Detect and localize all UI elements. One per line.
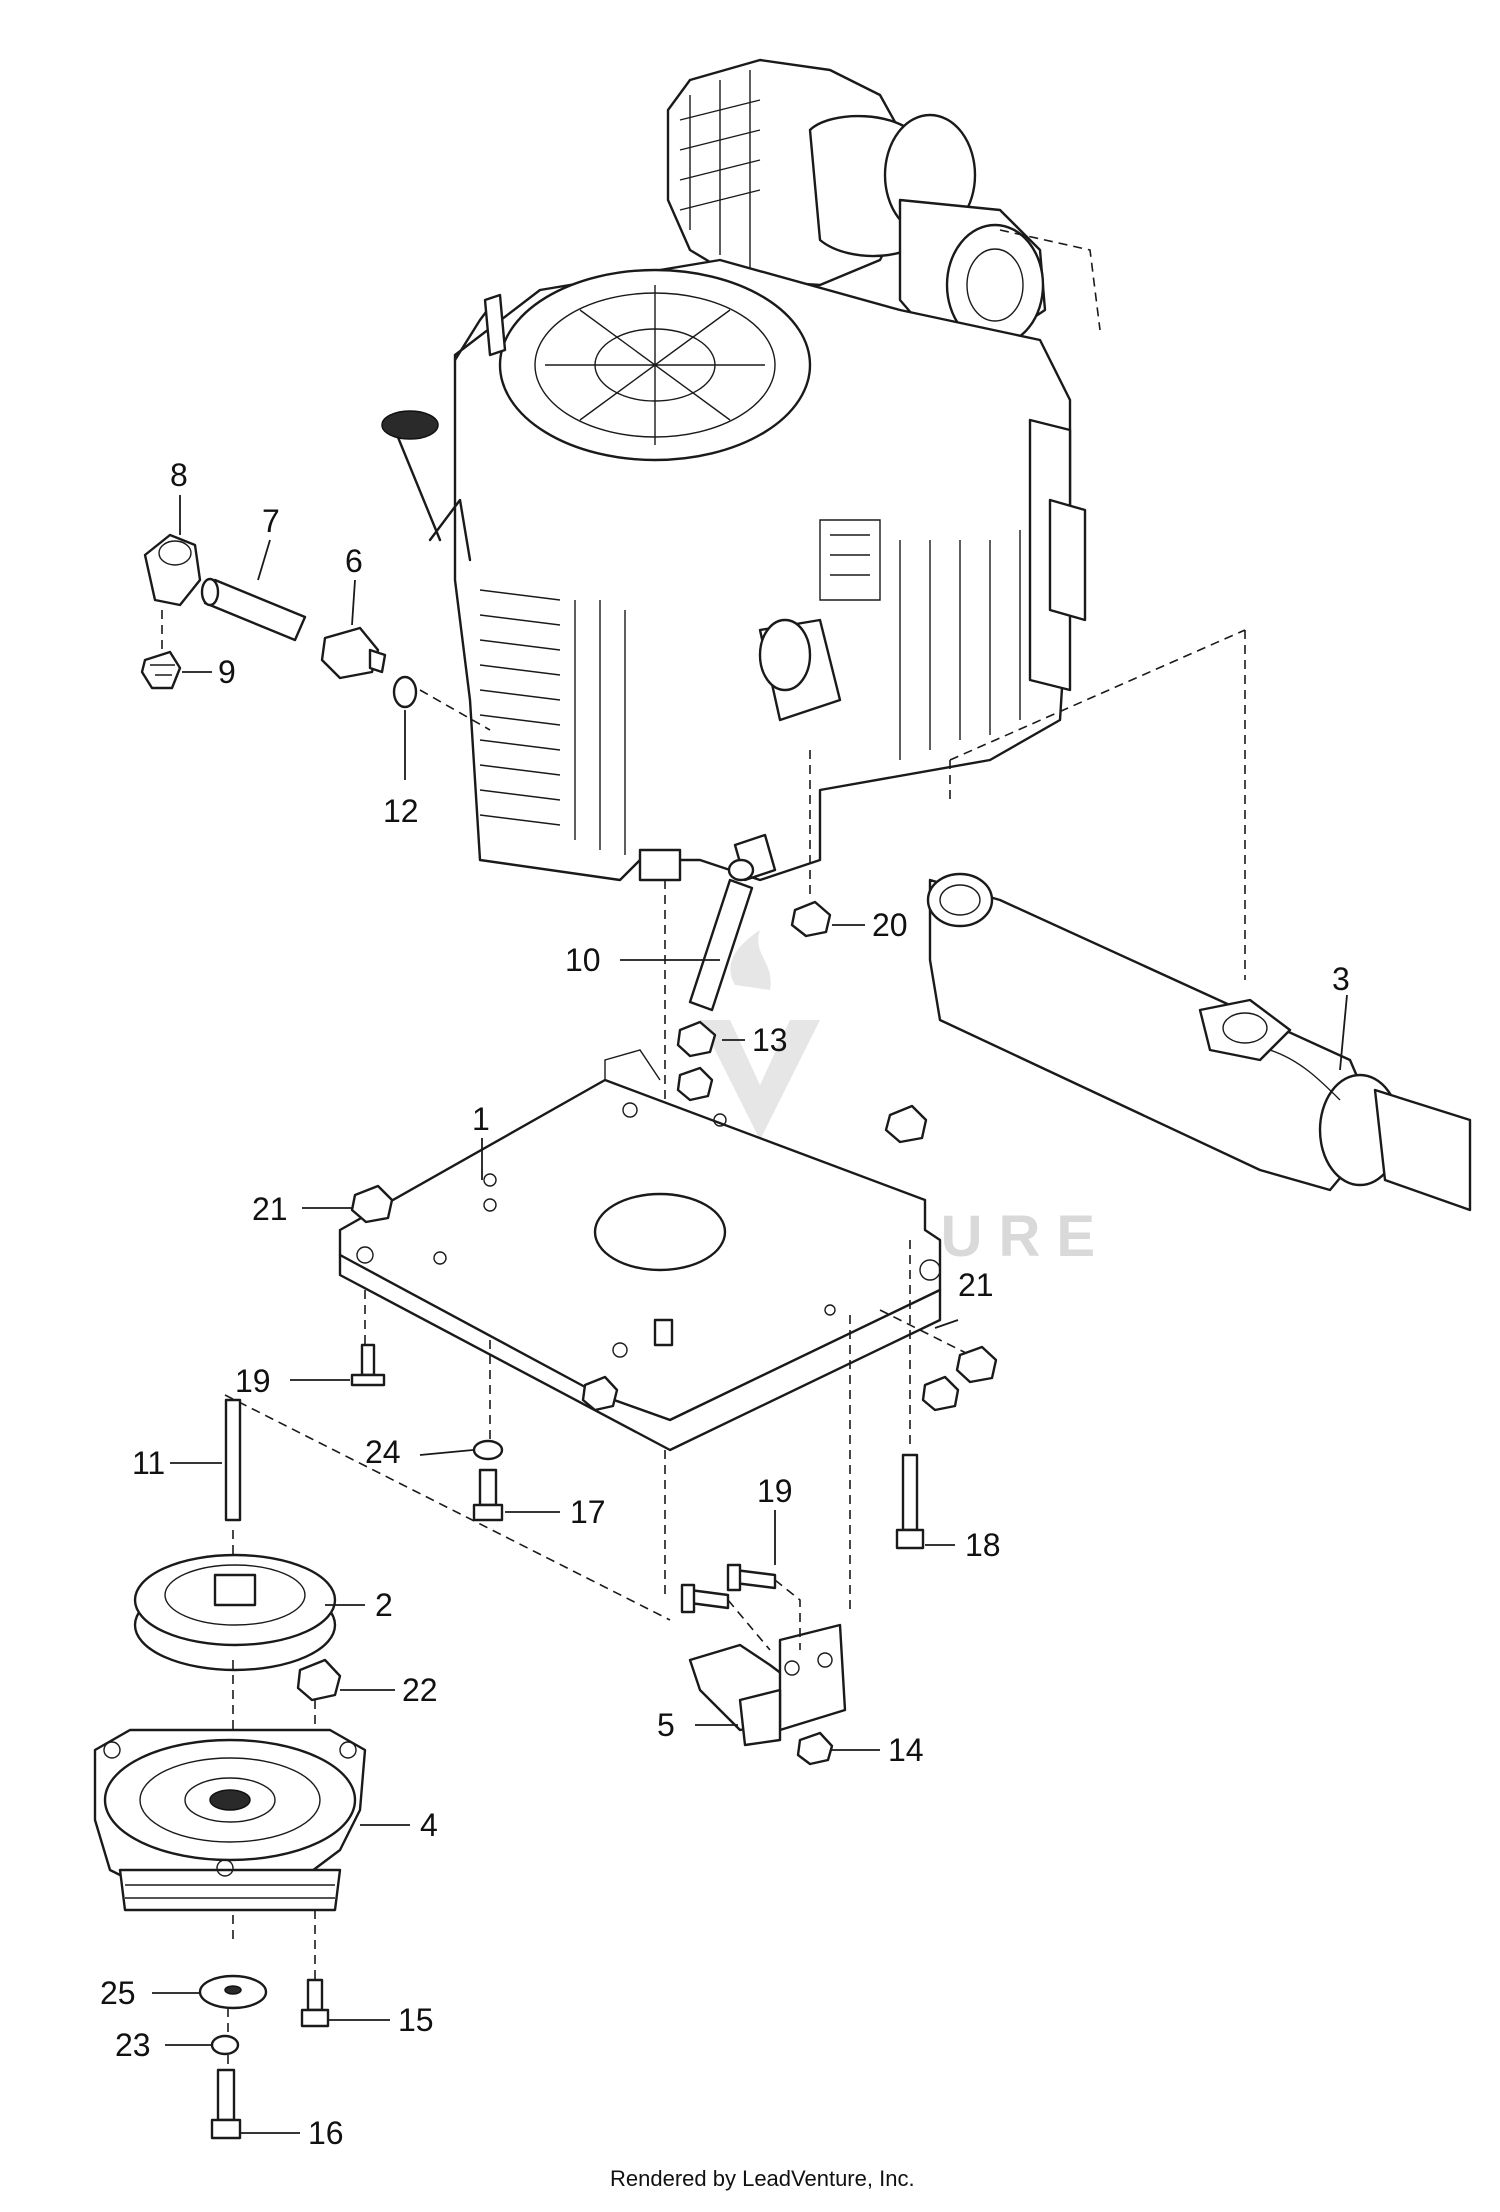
part-4-clutch: [93, 1728, 367, 1912]
part-18-bolt: [895, 1453, 925, 1550]
part-8-elbow: [143, 533, 202, 607]
part-22-nut: [296, 1658, 342, 1702]
callout-8: 8: [170, 457, 188, 493]
part-12-oring: [392, 675, 418, 709]
part-10-tube: [688, 858, 755, 1012]
callout-22: 22: [402, 1672, 438, 1708]
exhaust-dashline: [949, 629, 1246, 980]
part-11-key: [224, 1398, 242, 1522]
callout-3: 3: [1332, 961, 1350, 997]
callout-6: 6: [345, 543, 363, 579]
callout-25: 25: [100, 1975, 136, 2011]
part-23-washer: [210, 2034, 240, 2056]
callout-21b: 21: [958, 1267, 994, 1303]
callout-13: 13: [752, 1022, 788, 1058]
part-15-bolt: [300, 1978, 330, 2028]
part-25-spacer-hole: [224, 1985, 242, 1995]
part-24-washer: [472, 1439, 504, 1461]
drain-dashline: [419, 689, 491, 731]
callout-16: 16: [308, 2115, 344, 2151]
callout-11: 11: [132, 1445, 165, 1481]
callout-4: 4: [420, 1807, 438, 1843]
callout-23: 23: [115, 2027, 151, 2063]
part-20-nut: [790, 900, 832, 938]
callout-18: 18: [965, 1527, 1001, 1563]
callout-19a: 19: [235, 1363, 271, 1399]
bracket-dashline: [727, 1579, 801, 1651]
part-17-bolt: [472, 1468, 504, 1522]
part-16-bolt: [210, 2068, 242, 2140]
part-21a-nut: [350, 1184, 394, 1224]
credit-text: Rendered by LeadVenture, Inc.: [610, 2166, 915, 2191]
callout-1: 1: [472, 1101, 490, 1137]
callout-10: 10: [565, 942, 601, 978]
callout-21a: 21: [252, 1191, 288, 1227]
part-1-plate: [338, 1049, 942, 1452]
engine: [381, 58, 1101, 882]
plate-dashlines: [224, 1240, 981, 1621]
callout-2: 2: [375, 1587, 393, 1623]
part-19b-bolts: [680, 1563, 777, 1614]
part-9-cap: [140, 610, 182, 690]
callout-9: 9: [218, 654, 236, 690]
part-7-hose: [200, 577, 307, 642]
callout-5: 5: [657, 1707, 675, 1743]
part-3-muffler: [926, 872, 1472, 1212]
part-14-nut: [796, 1731, 834, 1766]
part-21c-nut: [921, 1375, 960, 1412]
part-21d-nut: [955, 1345, 998, 1384]
callout-7: 7: [262, 503, 280, 539]
part-5-bracket: [688, 1623, 847, 1747]
callout-17: 17: [570, 1494, 606, 1530]
part-13-nut: [676, 1020, 717, 1058]
part-21b-nut: [884, 1104, 928, 1144]
callout-15: 15: [398, 2002, 434, 2038]
callout-labels: 8 7 6 9 12 10 13 20 3 1 21 21 19 24 17 1…: [100, 457, 1350, 2151]
part-6-valve: [320, 626, 387, 680]
leader-lines: [152, 495, 1348, 2134]
callout-20: 20: [872, 907, 908, 943]
part-19a-bolt: [350, 1343, 386, 1387]
callout-14: 14: [888, 1732, 924, 1768]
part-2-pulley: [133, 1553, 337, 1672]
callout-19b: 19: [757, 1473, 793, 1509]
callout-24: 24: [365, 1434, 401, 1470]
callout-12: 12: [383, 793, 419, 829]
